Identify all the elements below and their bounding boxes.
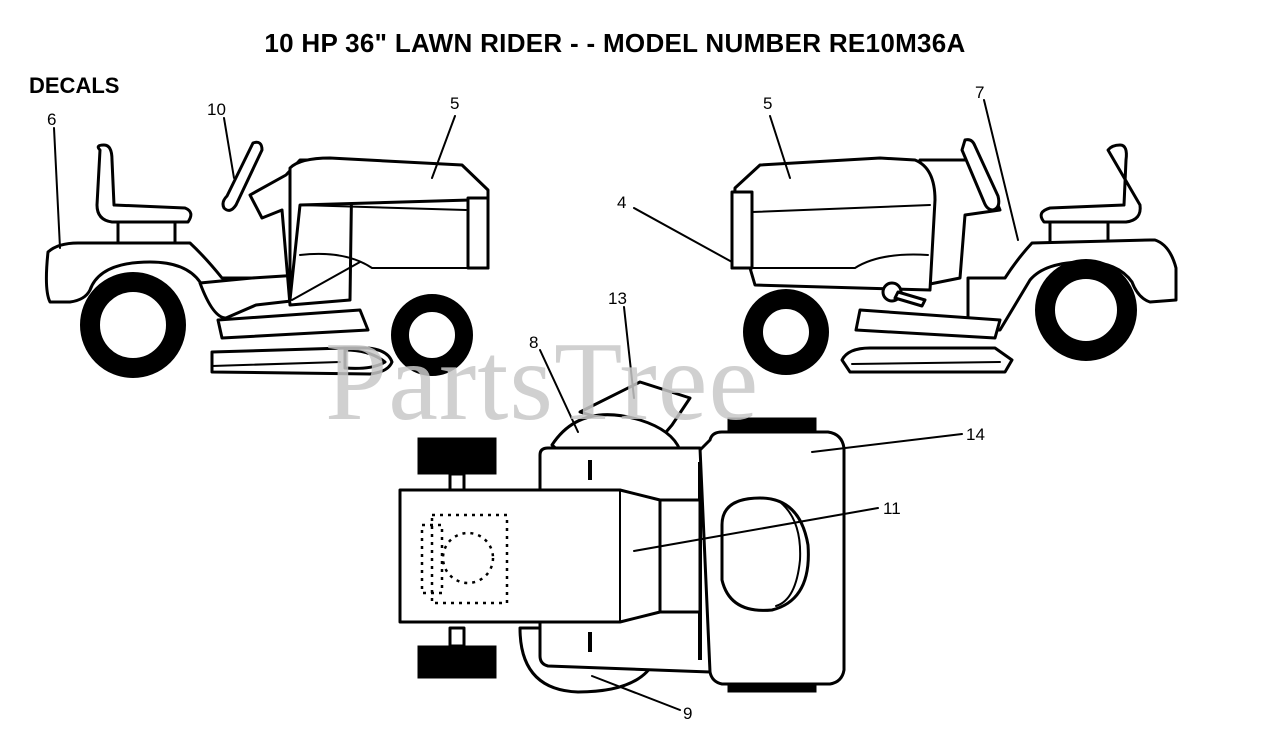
callout-9[interactable]: 9	[683, 704, 693, 723]
diagram-title: 10 HP 36" LAWN RIDER - - MODEL NUMBER RE…	[264, 28, 966, 58]
callout-11[interactable]: 11	[883, 499, 901, 518]
callout-7[interactable]: 7	[975, 83, 985, 102]
callout-5-left[interactable]: 5	[450, 94, 460, 113]
callout-8[interactable]: 8	[529, 333, 539, 352]
watermark: PartsTree	[325, 320, 760, 444]
top-view-mower	[398, 380, 846, 694]
left-side-view-mower	[44, 140, 490, 378]
leader-lines	[53, 99, 1019, 711]
callout-4[interactable]: 4	[617, 193, 627, 212]
callout-13[interactable]: 13	[608, 289, 627, 308]
right-side-view-mower	[730, 138, 1178, 375]
callout-6[interactable]: 6	[47, 110, 57, 129]
callout-10[interactable]: 10	[207, 100, 226, 119]
section-label: DECALS	[29, 73, 120, 98]
callout-14[interactable]: 14	[966, 425, 985, 444]
callout-5-right[interactable]: 5	[763, 94, 773, 113]
